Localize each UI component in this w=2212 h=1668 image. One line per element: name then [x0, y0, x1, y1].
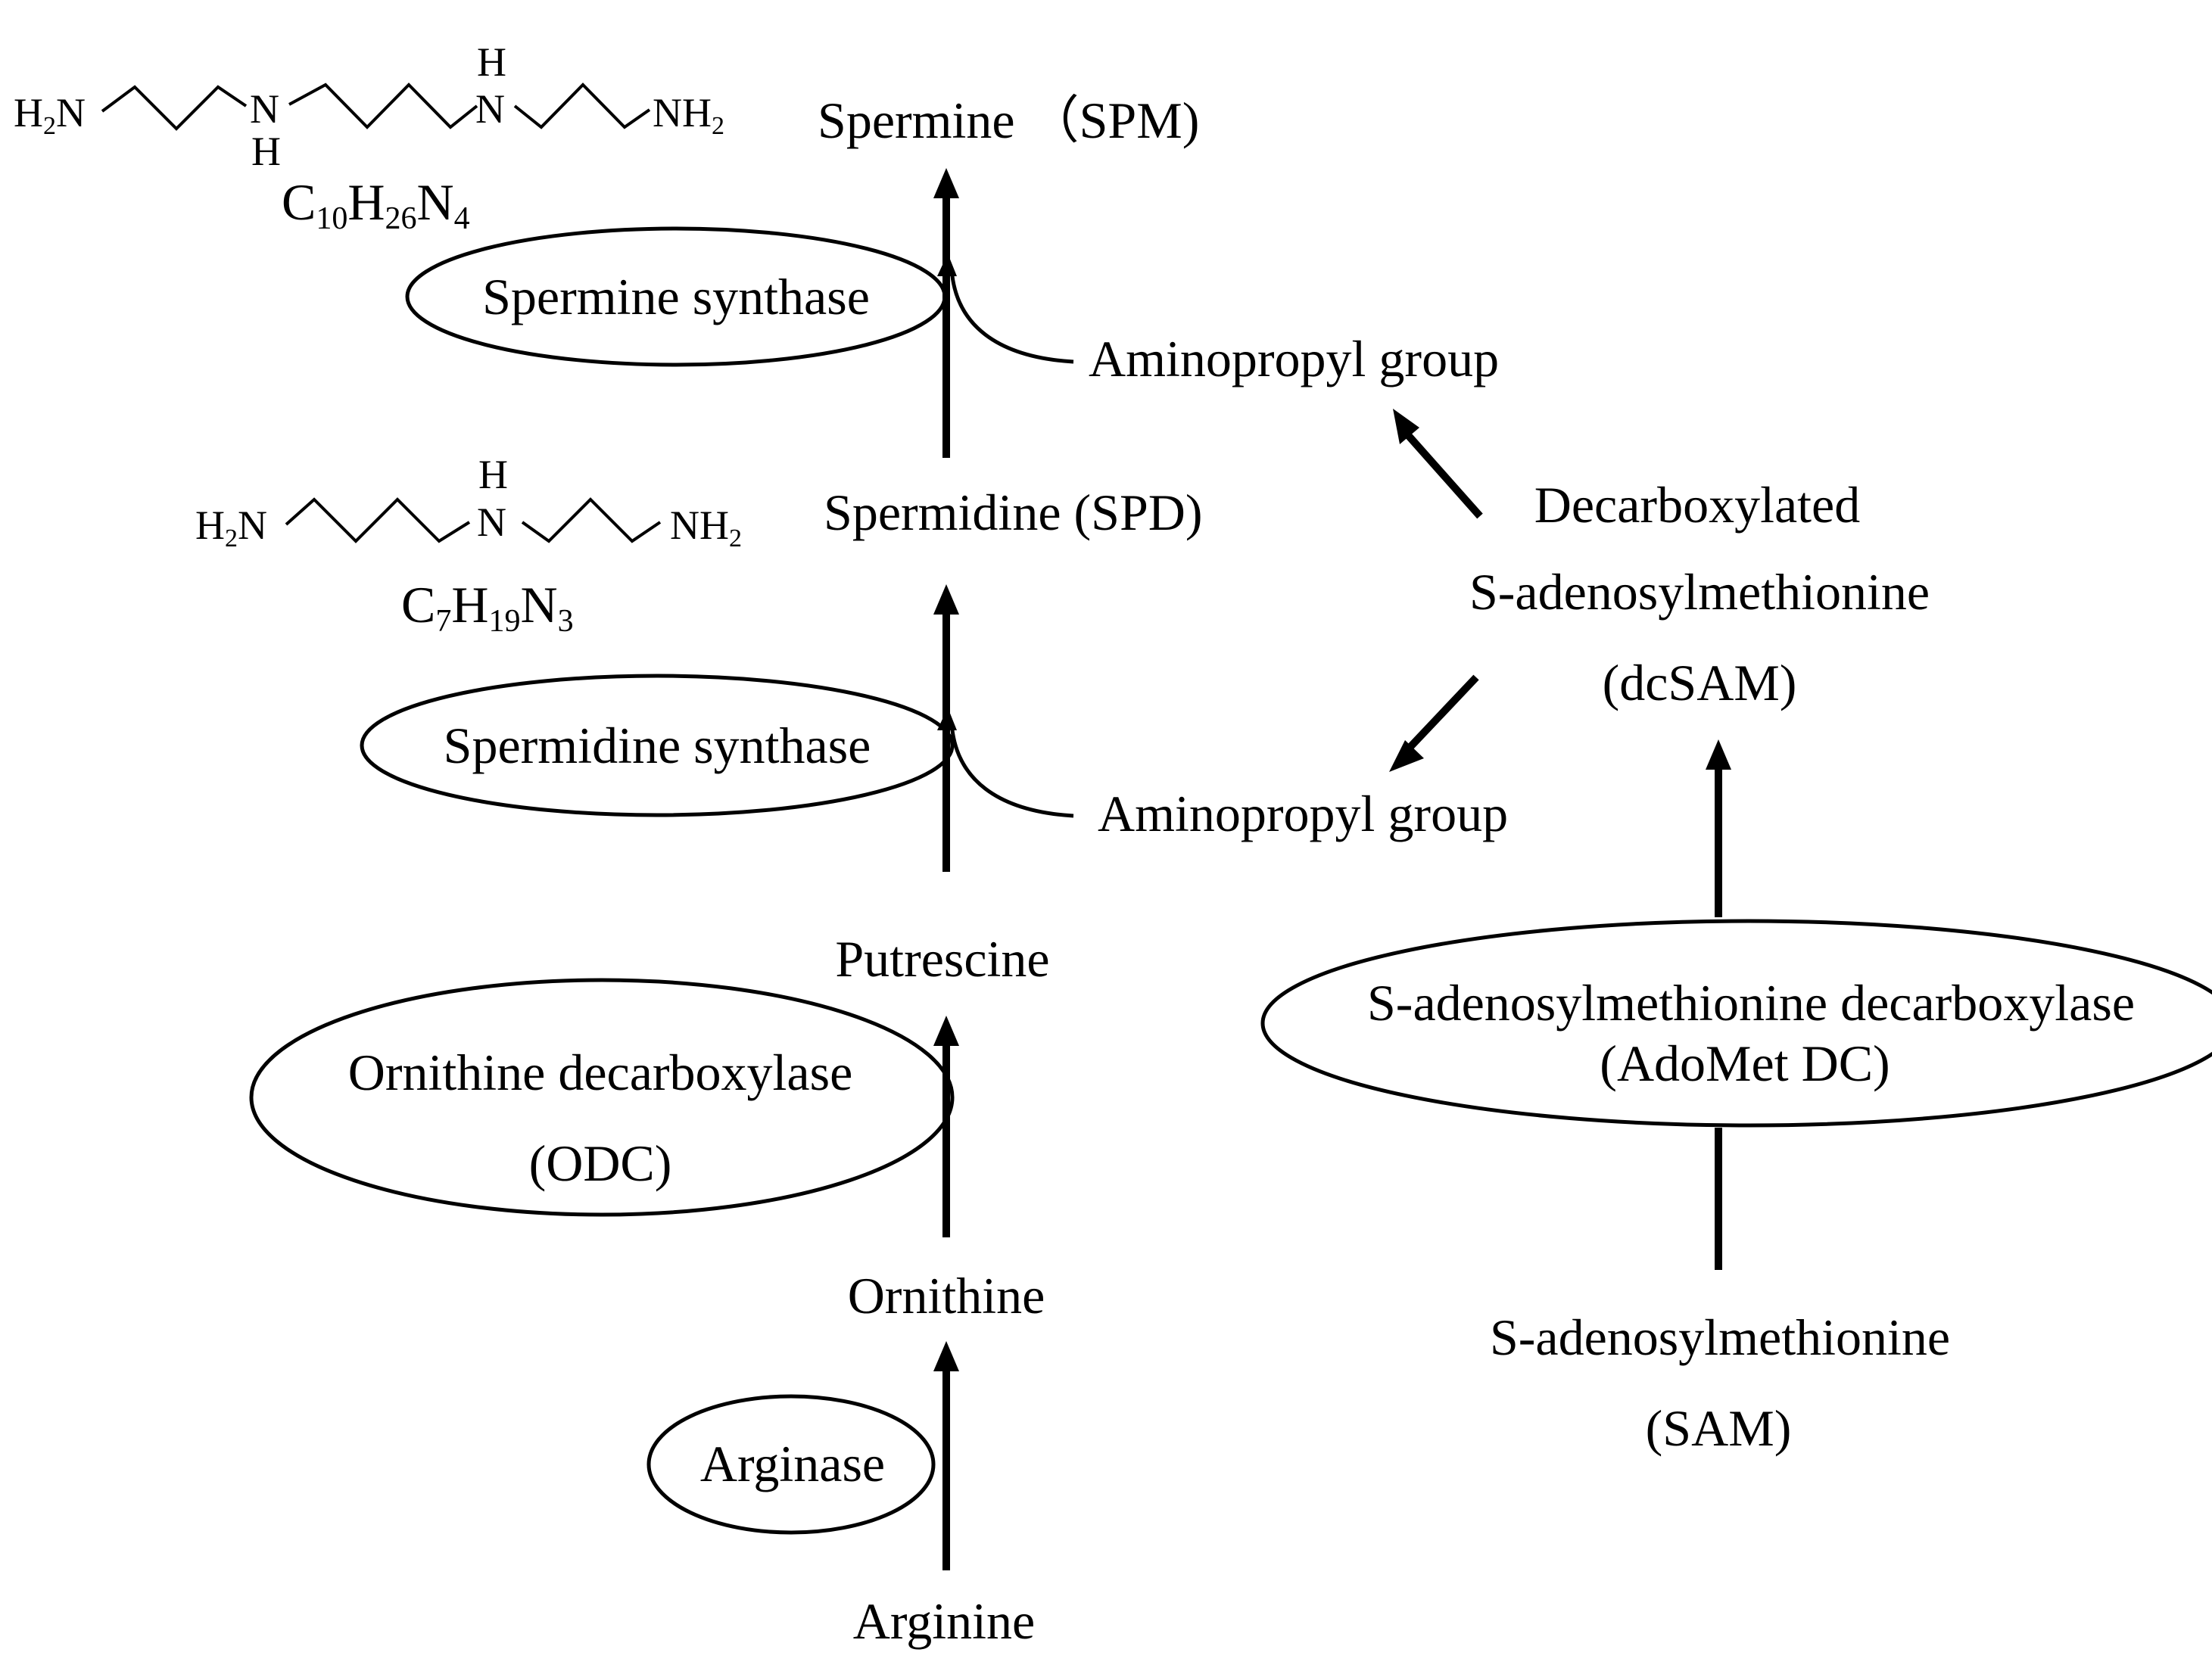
enzyme-arginase: Arginase	[646, 1394, 936, 1535]
spermine-synthase-label: Spermine synthase	[482, 268, 870, 325]
svg-text:N: N	[250, 86, 279, 132]
dcsam-label-line1: Decarboxylated	[1534, 476, 1860, 534]
sam-label-line2: (SAM)	[1646, 1399, 1792, 1457]
dcsam-label-line3: (dcSAM)	[1603, 654, 1797, 711]
enzyme-spermine-synthase: Spermine synthase	[405, 226, 947, 367]
adomet-dc-label-line2: (AdoMet DC)	[1600, 1035, 1890, 1092]
spermidine-structure: H2N H N NH2 C7H19N3	[195, 452, 742, 639]
svg-text:NH2: NH2	[653, 90, 724, 140]
svg-text:H: H	[251, 129, 281, 174]
spermine-label: Spermine （SPM)	[818, 92, 1199, 149]
svg-text:H2N: H2N	[14, 90, 86, 140]
arrow-arginine-to-ornithine	[933, 1341, 959, 1570]
aminopropyl-merge-curve-bottom	[937, 708, 1074, 818]
arrow-adomet-to-dcsam	[1706, 739, 1731, 917]
svg-text:H2N: H2N	[195, 503, 267, 552]
odc-label-line2: (ODC)	[529, 1134, 672, 1192]
svg-text:N: N	[475, 86, 505, 132]
spermidine-label: Spermidine (SPD)	[824, 484, 1203, 541]
svg-text:NH2: NH2	[670, 503, 742, 552]
svg-text:H: H	[477, 39, 506, 85]
sam-label-line1: S-adenosylmethionine	[1490, 1309, 1950, 1366]
putrescine-label: Putrescine	[835, 930, 1049, 988]
arginine-label: Arginine	[853, 1592, 1036, 1650]
arrow-dcsam-to-aminopropyl-bottom	[1389, 674, 1479, 772]
arginase-label: Arginase	[700, 1435, 885, 1492]
spermidine-synthase-label: Spermidine synthase	[444, 717, 871, 774]
adomet-dc-label-line1: S-adenosylmethionine decarboxylase	[1367, 974, 2135, 1032]
enzyme-adomet-dc: S-adenosylmethionine decarboxylase (AdoM…	[1260, 919, 2212, 1128]
aminopropyl-bottom-label: Aminopropyl group	[1098, 785, 1508, 842]
spermidine-formula: C7H19N3	[401, 576, 574, 639]
arrow-spermidine-to-spermine	[933, 168, 959, 458]
enzyme-odc: Ornithine decarboxylase (ODC)	[249, 978, 955, 1217]
arrow-dcsam-to-aminopropyl-top	[1393, 409, 1483, 519]
arrow-ornithine-to-putrescine	[933, 1016, 959, 1237]
svg-text:H: H	[478, 452, 508, 497]
odc-label-line1: Ornithine decarboxylase	[348, 1044, 853, 1101]
aminopropyl-top-label: Aminopropyl group	[1089, 330, 1499, 387]
aminopropyl-merge-curve-top	[937, 254, 1074, 364]
enzyme-spermidine-synthase: Spermidine synthase	[360, 674, 955, 817]
dcsam-label-line2: S-adenosylmethionine	[1469, 563, 1930, 621]
svg-text:N: N	[477, 499, 506, 545]
spermine-structure: H2N N H H N NH2 C10H26N4	[14, 39, 724, 236]
spermine-formula: C10H26N4	[282, 173, 470, 236]
arrow-putrescine-to-spermidine	[933, 584, 959, 872]
ornithine-label: Ornithine	[848, 1267, 1045, 1324]
